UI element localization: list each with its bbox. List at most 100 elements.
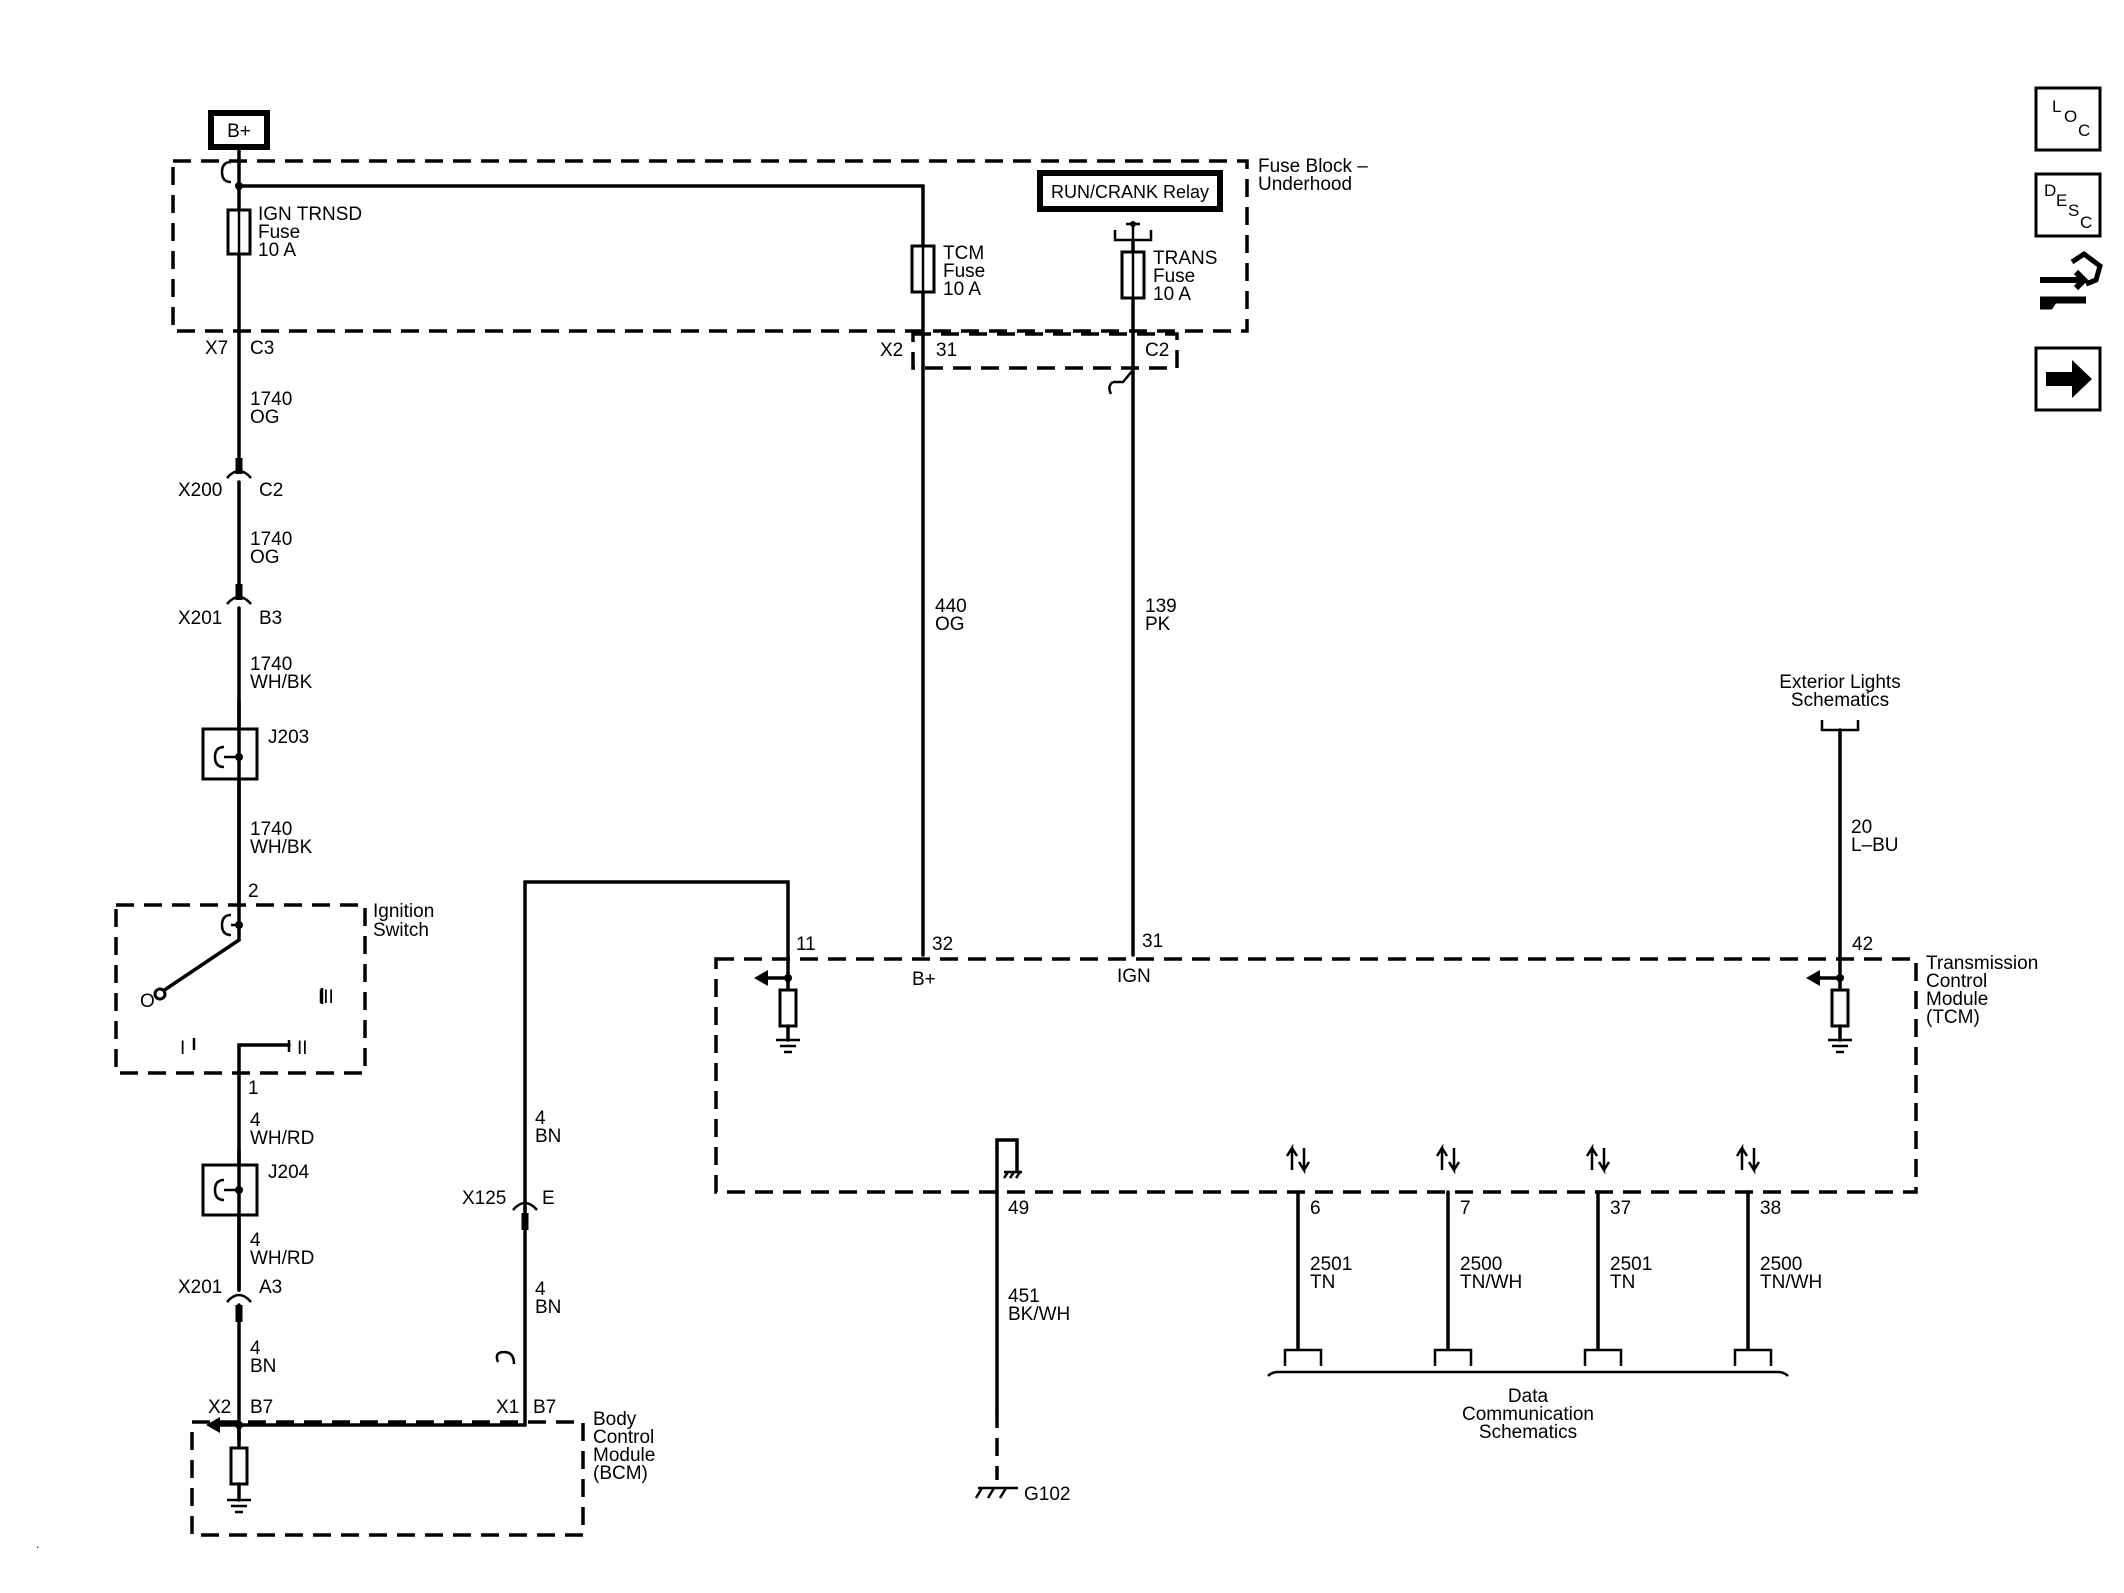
ground-icon (227, 1498, 251, 1514)
bcm-title: Module (593, 1445, 655, 1466)
wire-label: PK (1145, 614, 1171, 635)
splice-pack-j203 (201, 727, 259, 781)
bcm-outline (190, 1420, 585, 1537)
connector-b7-x1: B7 (533, 1397, 556, 1418)
run-crank-relay: RUN/CRANK Relay (1037, 170, 1223, 212)
trans-fuse-label: TRANS (1153, 248, 1217, 269)
fuse-block-subtitle: Underhood (1258, 174, 1352, 195)
wire-label: OG (250, 407, 280, 428)
tcm-title: Transmission (1926, 953, 2038, 974)
tcm-pin-49: 49 (1008, 1198, 1029, 1219)
ign-fuse-label: Fuse (258, 222, 300, 243)
inline-connector-x201-a3 (226, 1293, 252, 1303)
location-button[interactable]: L O C (2034, 86, 2102, 152)
connector-c2-x200: C2 (259, 480, 283, 501)
connector-b7: B7 (250, 1397, 273, 1418)
bcm-title: (BCM) (593, 1463, 648, 1484)
wire-label: 1740 (250, 529, 292, 550)
wire-label: WH/BK (250, 672, 313, 693)
connector-j204: J204 (268, 1162, 310, 1183)
tcm-bplus-label: B+ (912, 969, 936, 990)
ignition-switch-blade (158, 938, 241, 995)
wire-label: 4 (535, 1279, 546, 1300)
connector-pin-31: 31 (936, 340, 957, 361)
svg-text:C: C (2078, 121, 2090, 140)
ground-icon (1828, 1038, 1852, 1054)
tcm-input-arrow-42 (1806, 970, 1820, 986)
trans-fuse-label: Fuse (1153, 266, 1195, 287)
ignition-switch-title: Ignition (373, 901, 434, 922)
arrow-right-icon[interactable] (2034, 346, 2102, 412)
connector-b3: B3 (259, 608, 282, 629)
connector-j203: J203 (268, 727, 309, 748)
wire-label: 4 (250, 1338, 261, 1359)
exterior-lights-ref: Exterior Lights (1779, 672, 1900, 693)
terminal-symbol (220, 160, 232, 184)
ground-g102-icon (974, 1486, 1018, 1499)
data-comm-pin-7: 7 2500 TN/WH (1433, 1143, 1522, 1366)
repair-procedure-icon[interactable] (2040, 250, 2103, 310)
wire-label: 1740 (250, 389, 292, 410)
tcm-title: Control (1926, 971, 1987, 992)
wire-label: L–BU (1851, 835, 1899, 856)
ignition-pos-i: I (180, 1038, 185, 1059)
data-comm-pin-38: 38 2500 TN/WH (1733, 1143, 1822, 1366)
wire-label: 4 (250, 1230, 261, 1251)
svg-text:B+: B+ (227, 121, 251, 142)
exterior-lights-ref: Schematics (1791, 690, 1889, 711)
svg-text:37: 37 (1610, 1198, 1631, 1219)
svg-text:2500: 2500 (1460, 1254, 1502, 1275)
tcm-fuse-label: 10 A (943, 279, 981, 300)
tcm-title: Module (1926, 989, 1988, 1010)
svg-text:38: 38 (1760, 1198, 1781, 1219)
connector-e: E (542, 1188, 555, 1209)
connector-x2-bcm: X2 (208, 1397, 231, 1418)
svg-text:S: S (2068, 201, 2079, 220)
data-comm-ref: Communication (1462, 1404, 1594, 1425)
svg-text:C: C (2080, 213, 2092, 232)
tcm-pin-32: 32 (932, 934, 953, 955)
description-button[interactable]: D E S C (2034, 172, 2102, 238)
svg-text:TN: TN (1610, 1272, 1635, 1293)
relay-switch-symbol (1108, 369, 1134, 395)
connector-x200: X200 (178, 480, 222, 501)
svg-text:TN: TN (1310, 1272, 1335, 1293)
data-comm-pin-6: 6 2501 TN (1283, 1143, 1352, 1366)
ground-icon (776, 1038, 800, 1054)
connector-x201: X201 (178, 1277, 222, 1298)
bcm-title: Body (593, 1409, 637, 1430)
wire-label: 20 (1851, 817, 1872, 838)
wire-label: BN (250, 1356, 276, 1377)
ign-fuse-label: IGN TRNSD (258, 204, 362, 225)
fuse-block-title: Fuse Block – (1258, 156, 1368, 177)
corner-mark: . (36, 1537, 39, 1551)
wire-label: BK/WH (1008, 1304, 1070, 1325)
svg-text:2500: 2500 (1760, 1254, 1802, 1275)
wire-label: OG (935, 614, 965, 635)
ground-g102-label: G102 (1024, 1484, 1070, 1505)
connector-a3: A3 (259, 1277, 282, 1298)
connector-x201: X201 (178, 608, 222, 629)
svg-text:2501: 2501 (1310, 1254, 1352, 1275)
svg-text:2501: 2501 (1610, 1254, 1652, 1275)
fuse-block-outline (171, 159, 1249, 333)
connector-c2: C2 (1145, 340, 1169, 361)
connector-x2-outline (911, 332, 1179, 370)
bcm-input-arrow (206, 1417, 220, 1433)
ignition-switch-title: Switch (373, 920, 429, 941)
wire-label: 139 (1145, 596, 1177, 617)
tcm-ign-label: IGN (1117, 966, 1151, 987)
ignition-pos-o: O (140, 991, 155, 1012)
trans-fuse-label: 10 A (1153, 284, 1191, 305)
connector-c3: C3 (250, 338, 274, 359)
battery-bplus-box: B+ (208, 110, 270, 150)
wire-label: 1740 (250, 819, 292, 840)
ignition-pos-ii: II (297, 1038, 308, 1059)
tcm-pin-31: 31 (1142, 931, 1163, 952)
data-comm-ref: Data (1508, 1386, 1549, 1407)
tcm-input-arrow-11 (754, 970, 768, 986)
wire-label: 4 (535, 1108, 546, 1129)
wire-label: BN (535, 1126, 561, 1147)
tcm-pin-11: 11 (796, 934, 816, 955)
tcm-fuse-label: Fuse (943, 261, 985, 282)
